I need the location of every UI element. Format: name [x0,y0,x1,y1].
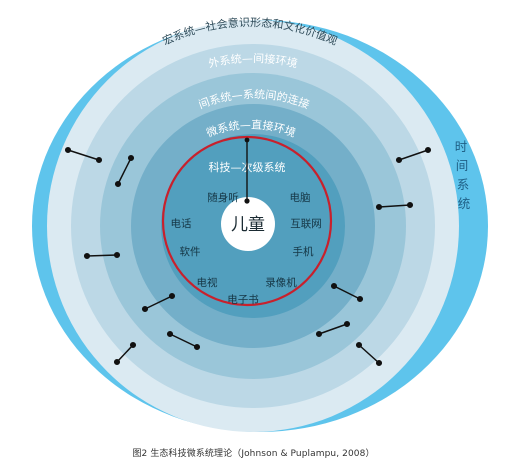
connector-10 [315,320,351,338]
device-software: 软件 [180,245,201,258]
connector-11 [355,341,383,367]
device-mobile: 手机 [293,245,314,258]
connector-2 [114,154,135,188]
connector-3 [83,251,121,260]
figure-caption: 图2 生态科技微系统理论（Johnson & Puplampu, 2008） [132,449,375,459]
connector-6 [113,341,137,366]
connector-1 [64,146,103,164]
connector-8 [375,201,414,211]
time-system-char-2: 间 [456,158,469,173]
time-system-char-1: 时 [455,139,468,154]
connector-5 [166,330,201,351]
connector-7 [395,146,432,164]
device-computer: 电脑 [290,191,311,204]
ecological-diagram: 宏系统—社会意识形态和文化价值观 外系统—间接环境 间系统—系统间的连接 微系统… [32,15,488,432]
tech-subsystem-circle [161,135,333,307]
connector-9 [330,282,364,303]
child-label: 儿童 [231,215,265,235]
child-disc [221,197,275,251]
time-system-char-3: 系 [457,177,470,192]
time-system-char-4: 统 [458,196,471,211]
tech-to-child-connector [244,137,250,204]
device-telephone: 电话 [171,217,192,230]
device-tv: 电视 [197,276,218,289]
connector-4 [141,292,176,313]
ring-connectors [64,146,432,367]
device-ebook: 电子书 [227,293,259,306]
device-internet: 互联网 [290,218,322,230]
device-walkman: 随身听 [207,191,239,204]
device-vcr: 录像机 [265,276,297,289]
